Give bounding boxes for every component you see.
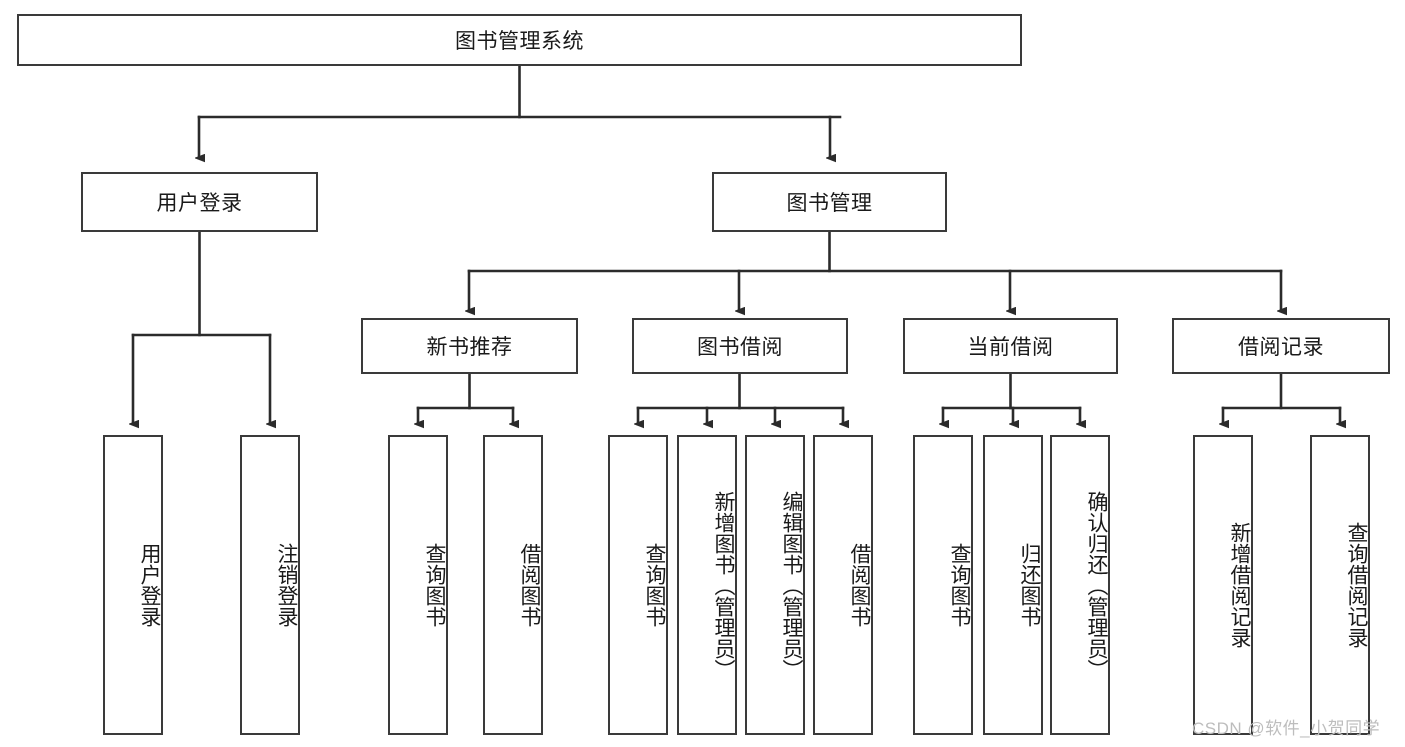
- leaf-logout[interactable]: 注销登录: [240, 435, 300, 735]
- node-label: 图书管理系统: [455, 30, 584, 53]
- leaf-user-login[interactable]: 用户登录: [103, 435, 163, 735]
- node-label: 查询图书: [948, 543, 971, 627]
- node-label: 归还图书: [1018, 543, 1041, 627]
- node-label: 编辑图书（管理员）: [780, 490, 803, 680]
- node-borrow-record[interactable]: 借阅记录: [1172, 318, 1390, 374]
- node-label: 查询借阅记录: [1345, 522, 1368, 648]
- leaf-confirm-return-admin[interactable]: 确认归还（管理员）: [1050, 435, 1110, 735]
- watermark-text: CSDN @软件_小贺同学: [1192, 719, 1381, 738]
- node-label: 新增图书（管理员）: [712, 490, 735, 680]
- node-label: 注销登录: [275, 543, 298, 627]
- node-book-borrow[interactable]: 图书借阅: [632, 318, 848, 374]
- node-label: 用户登录: [138, 543, 161, 627]
- leaf-edit-book-admin[interactable]: 编辑图书（管理员）: [745, 435, 805, 735]
- node-label: 确认归还（管理员）: [1085, 490, 1108, 680]
- node-current-borrow[interactable]: 当前借阅: [903, 318, 1118, 374]
- node-label: 查询图书: [423, 543, 446, 627]
- leaf-query-borrow-record[interactable]: 查询借阅记录: [1310, 435, 1370, 735]
- node-label: 图书管理: [786, 192, 873, 215]
- node-label: 新书推荐: [426, 336, 513, 359]
- node-label: 图书借阅: [697, 336, 783, 359]
- node-book-management[interactable]: 图书管理: [712, 172, 947, 232]
- leaf-borrow-book-recommend[interactable]: 借阅图书: [483, 435, 543, 735]
- leaf-query-book-current[interactable]: 查询图书: [913, 435, 973, 735]
- leaf-add-book-admin[interactable]: 新增图书（管理员）: [677, 435, 737, 735]
- leaf-return-book[interactable]: 归还图书: [983, 435, 1043, 735]
- leaf-query-book-borrow[interactable]: 查询图书: [608, 435, 668, 735]
- node-label: 用户登录: [156, 192, 243, 215]
- node-label: 借阅记录: [1238, 336, 1324, 359]
- node-root-system[interactable]: 图书管理系统: [17, 14, 1022, 66]
- leaf-borrow-book[interactable]: 借阅图书: [813, 435, 873, 735]
- node-label: 借阅图书: [848, 543, 871, 627]
- node-label: 查询图书: [643, 543, 666, 627]
- leaf-add-borrow-record[interactable]: 新增借阅记录: [1193, 435, 1253, 735]
- node-new-book-recommend[interactable]: 新书推荐: [361, 318, 578, 374]
- node-label: 借阅图书: [518, 543, 541, 627]
- node-user-login[interactable]: 用户登录: [81, 172, 318, 232]
- leaf-query-book-recommend[interactable]: 查询图书: [388, 435, 448, 735]
- node-label: 新增借阅记录: [1228, 522, 1251, 648]
- node-label: 当前借阅: [967, 336, 1054, 359]
